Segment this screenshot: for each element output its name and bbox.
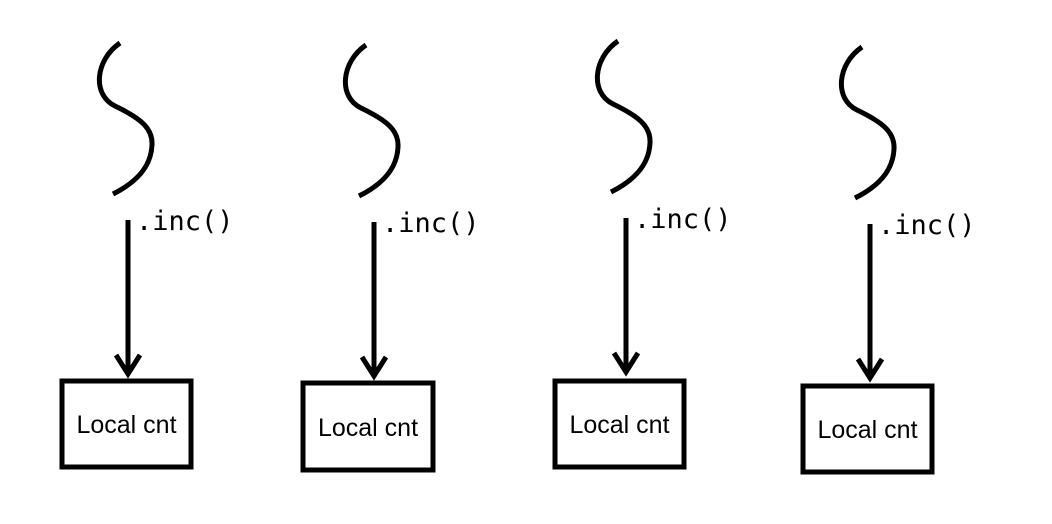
thread-column-4: .inc() Local cnt	[800, 44, 976, 475]
local-counter-box	[552, 378, 687, 470]
local-counter-box	[59, 378, 194, 470]
inc-call-label: .inc()	[136, 206, 234, 237]
thread-squiggle-icon	[595, 38, 653, 195]
inc-call-label: .inc()	[878, 210, 976, 241]
thread-squiggle-icon	[97, 40, 155, 197]
inc-call-label: .inc()	[634, 204, 732, 235]
thread-column-2: .inc() Local cnt	[300, 42, 480, 473]
thread-column-3: .inc() Local cnt	[552, 38, 732, 470]
thread-column-1: .inc() Local cnt	[59, 40, 234, 470]
thread-squiggle-icon	[343, 42, 401, 199]
local-counter-box	[800, 383, 935, 475]
local-counter-label: Local cnt	[76, 411, 176, 439]
arrow-head-icon	[113, 353, 143, 379]
local-counter-box	[300, 380, 436, 473]
arrow-head-icon	[611, 351, 641, 377]
local-counter-label: Local cnt	[569, 411, 669, 439]
inc-call-label: .inc()	[382, 208, 480, 239]
arrow-head-icon	[855, 357, 885, 383]
local-counter-label: Local cnt	[318, 414, 418, 442]
arrow-head-icon	[359, 355, 389, 381]
thread-squiggle-icon	[839, 44, 897, 201]
local-counter-label: Local cnt	[817, 416, 917, 444]
